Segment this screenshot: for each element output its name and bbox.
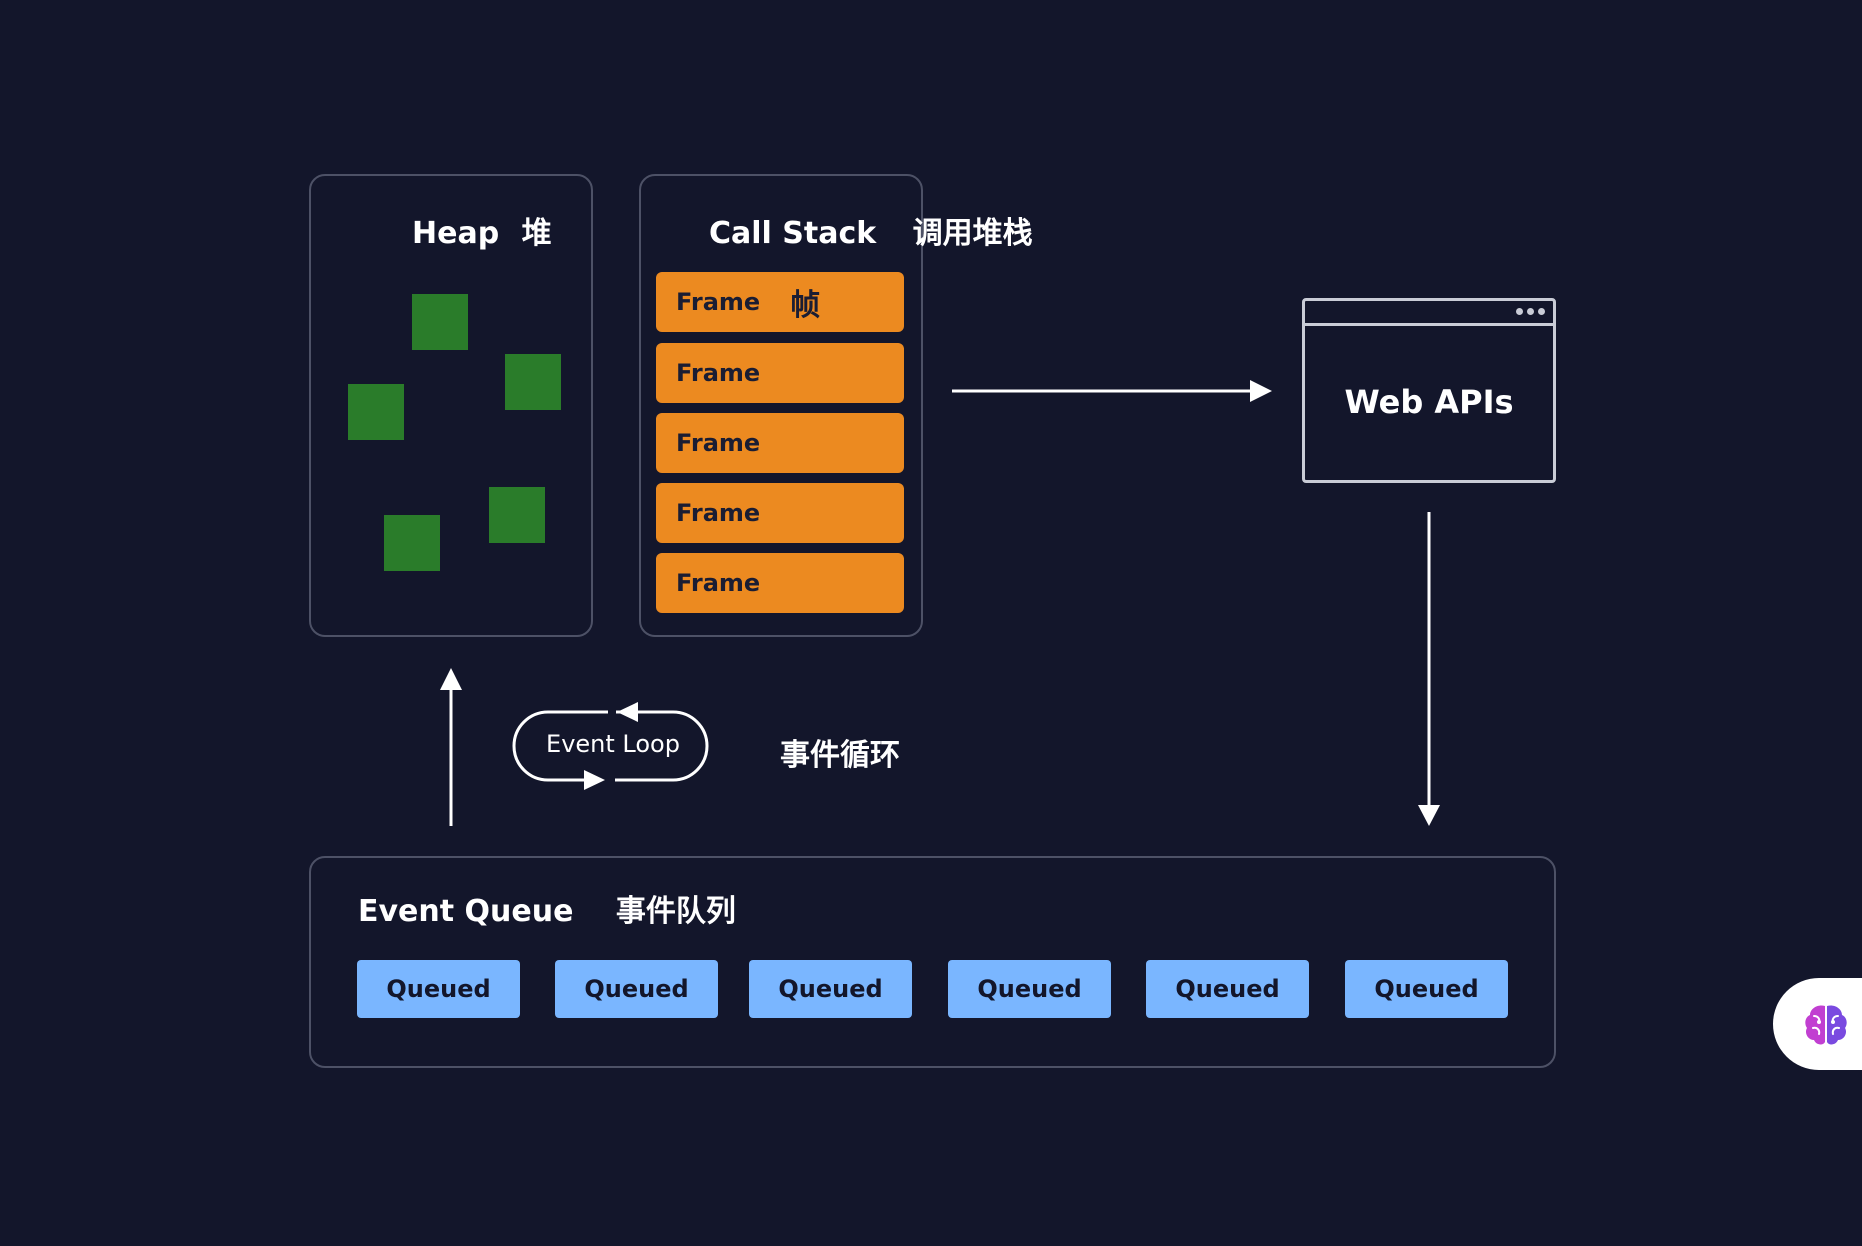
queued-item: Queued bbox=[1146, 960, 1309, 1018]
brain-icon bbox=[1805, 1005, 1847, 1045]
call-stack-title-en: Call Stack bbox=[709, 216, 877, 251]
heap-object bbox=[412, 294, 468, 350]
heap-title-en: Heap bbox=[412, 216, 500, 251]
arrow-to-web-apis bbox=[952, 380, 1272, 402]
frame-label: Frame bbox=[676, 359, 761, 387]
stack-frame: Frame bbox=[656, 553, 904, 613]
heap-title-cn: 堆 bbox=[521, 216, 552, 251]
web-apis-label: Web APIs bbox=[1344, 383, 1514, 421]
call-stack-title: Call Stack 调用堆栈 bbox=[709, 208, 1033, 252]
event-loop-label: Event Loop bbox=[546, 730, 680, 758]
web-apis-window: Web APIs bbox=[1302, 298, 1556, 483]
arrow-to-heap bbox=[440, 668, 462, 826]
heap-object bbox=[505, 354, 561, 410]
heap-panel bbox=[309, 174, 593, 637]
event-loop-cycle-icon bbox=[512, 702, 709, 790]
event-queue-title: Event Queue 事件队列 bbox=[358, 886, 736, 930]
frame-label-cn: 帧 bbox=[790, 288, 821, 323]
frame-label: Frame bbox=[676, 499, 761, 527]
queued-item: Queued bbox=[555, 960, 718, 1018]
event-queue-title-cn: 事件队列 bbox=[615, 894, 736, 929]
queued-item: Queued bbox=[357, 960, 520, 1018]
window-title-bar bbox=[1305, 323, 1553, 326]
event-loop-label-cn: 事件循环 bbox=[780, 738, 900, 773]
assistant-button[interactable] bbox=[1773, 978, 1862, 1070]
queued-item: Queued bbox=[948, 960, 1111, 1018]
call-stack-title-cn: 调用堆栈 bbox=[912, 216, 1033, 251]
heap-object bbox=[348, 384, 404, 440]
queued-item: Queued bbox=[1345, 960, 1508, 1018]
dots-icon bbox=[1516, 308, 1545, 315]
heap-object bbox=[384, 515, 440, 571]
call-stack-panel bbox=[639, 174, 923, 637]
stack-frame: Frame bbox=[656, 483, 904, 543]
frame-label: Frame bbox=[676, 569, 761, 597]
event-queue-title-en: Event Queue bbox=[358, 894, 574, 929]
stack-frame: Frame bbox=[656, 413, 904, 473]
event-queue-panel bbox=[309, 856, 1556, 1068]
stack-frame: Frame 帧 bbox=[656, 272, 904, 332]
queued-item: Queued bbox=[749, 960, 912, 1018]
heap-object bbox=[489, 487, 545, 543]
arrow-to-event-queue bbox=[1418, 512, 1440, 826]
heap-title: Heap 堆 bbox=[412, 208, 552, 252]
frame-label: Frame bbox=[676, 429, 761, 457]
frame-label: Frame bbox=[676, 288, 761, 316]
stack-frame: Frame bbox=[656, 343, 904, 403]
